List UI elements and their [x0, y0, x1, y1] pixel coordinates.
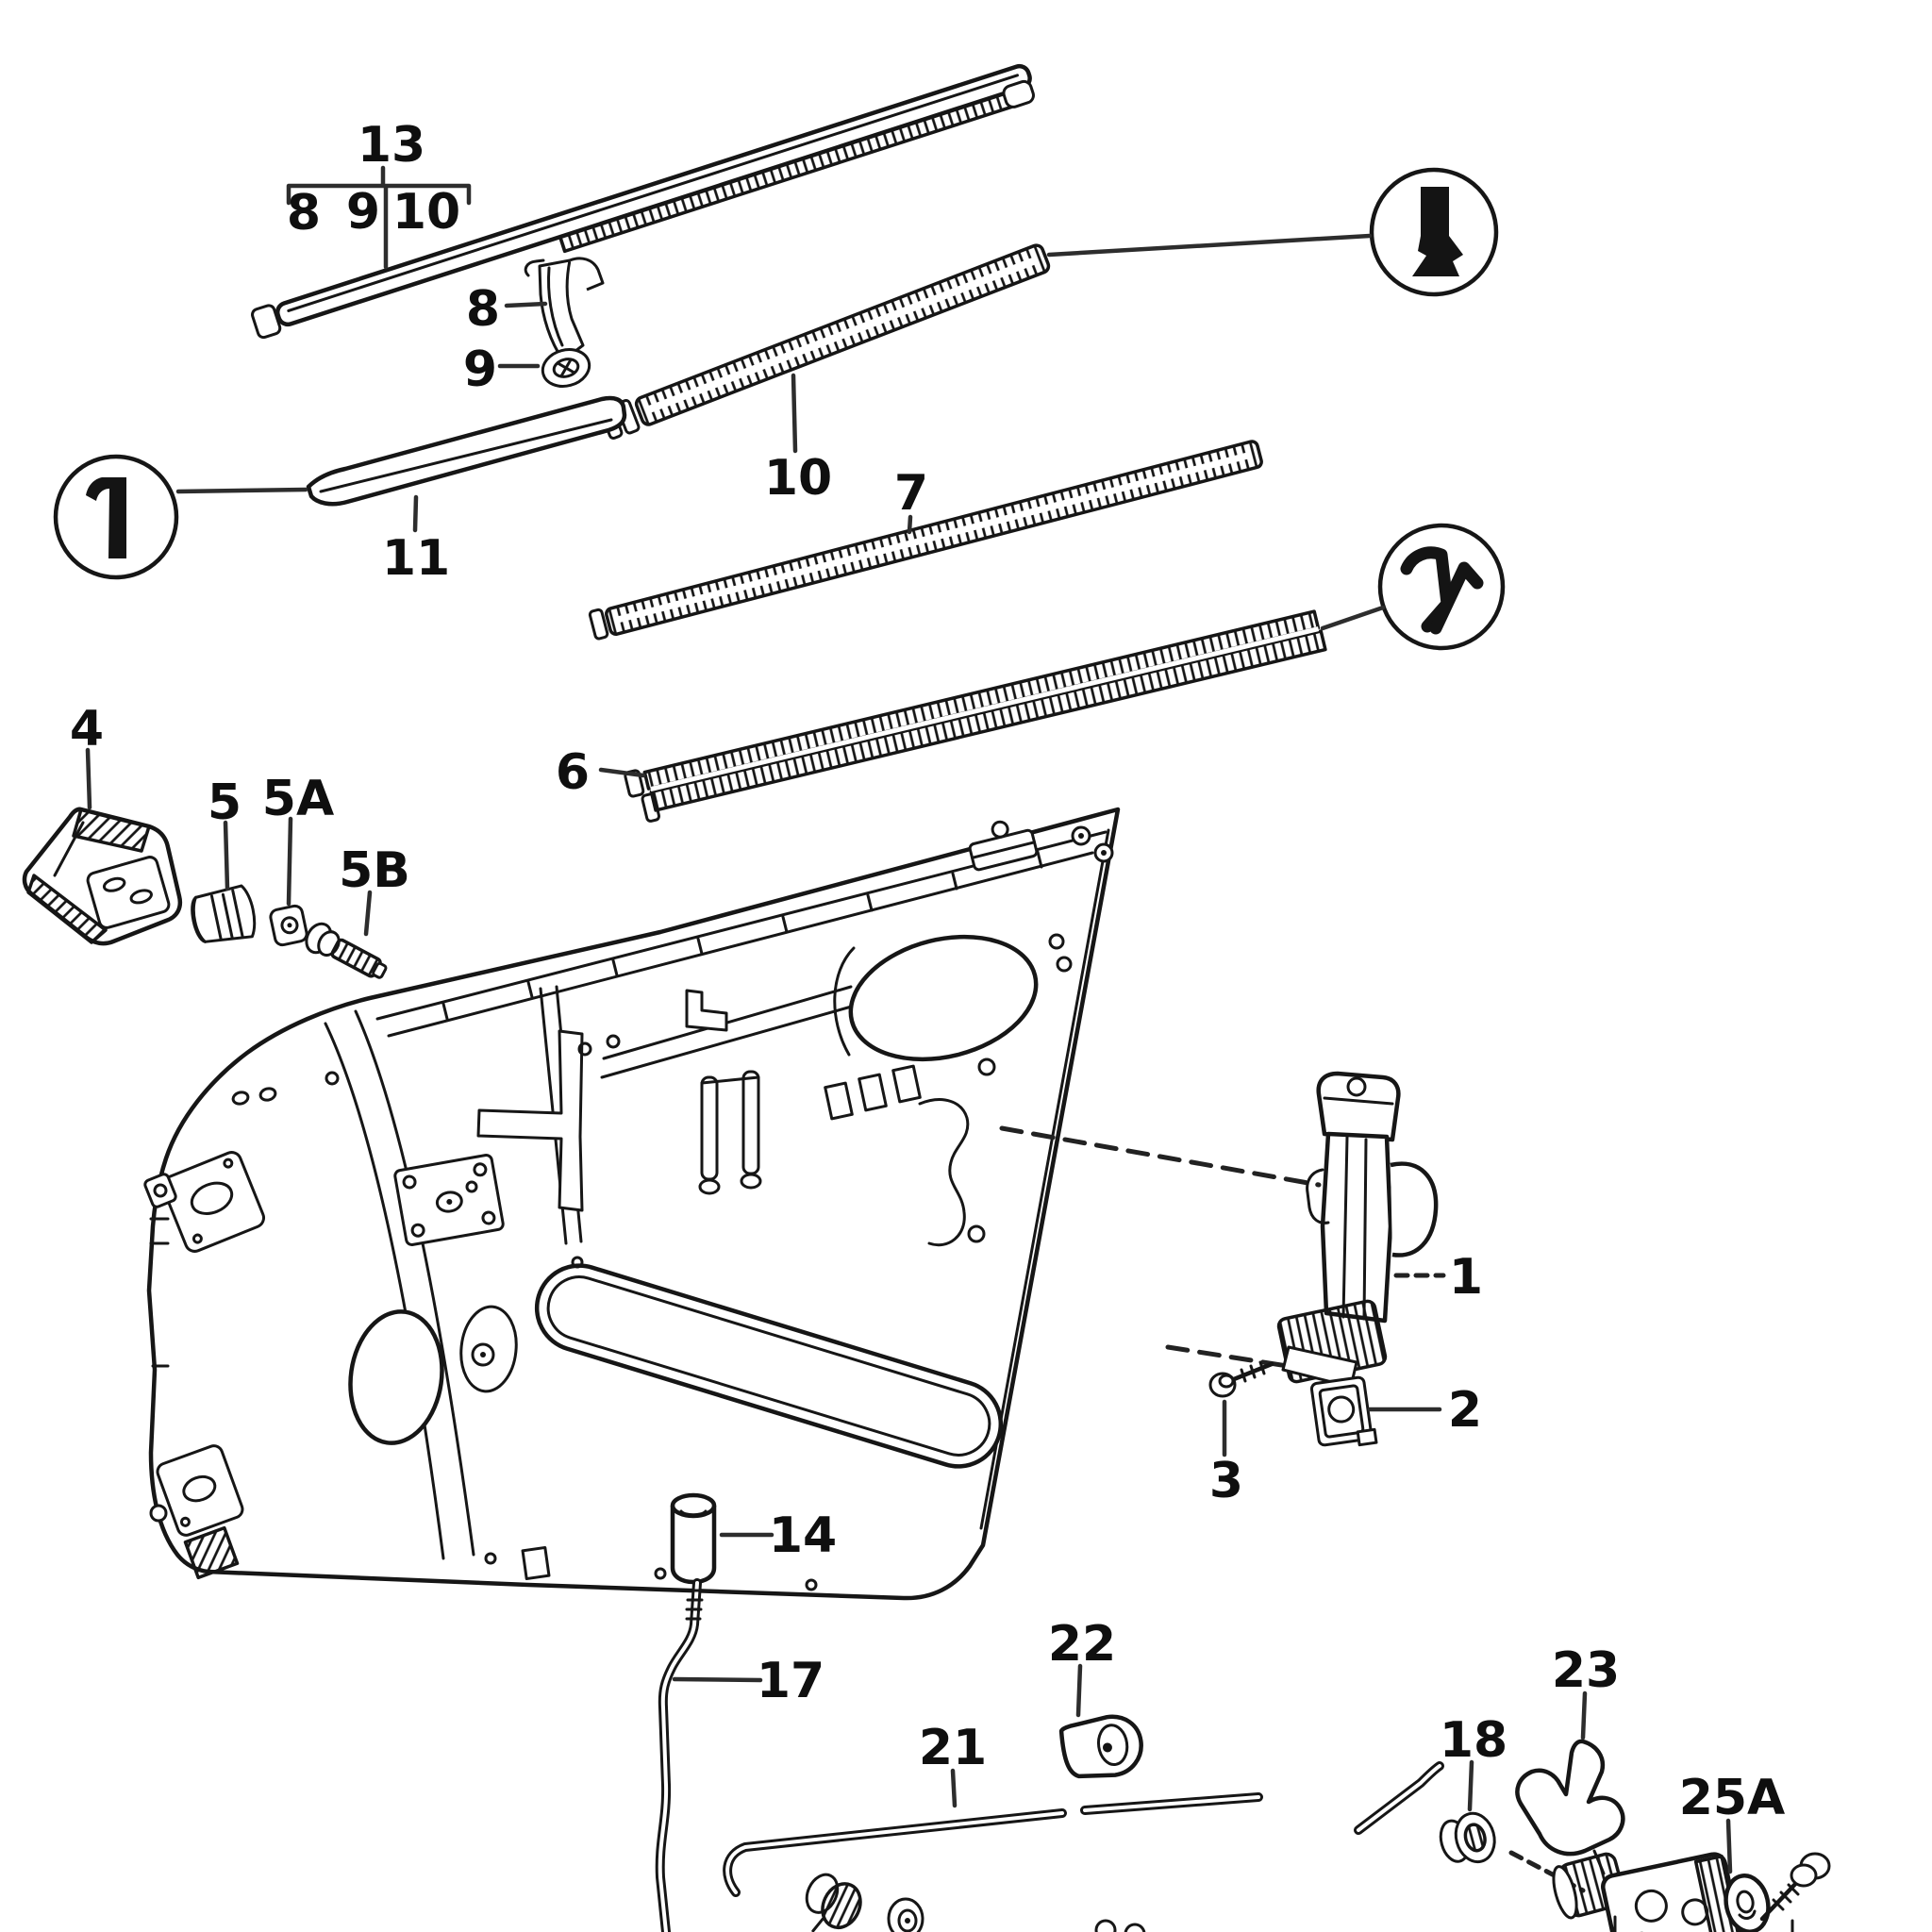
fastener-bottom-right [887, 1897, 924, 1932]
leader-25A [1725, 1818, 1733, 1874]
leader-22 [1075, 1663, 1083, 1718]
leader-17 [672, 1676, 763, 1683]
leader-strip10-to-circle [1046, 233, 1373, 258]
grommet-18 [1439, 1811, 1496, 1864]
leader-6 [598, 767, 646, 778]
screw-5B [305, 922, 388, 979]
part-label-9: 9 [463, 341, 497, 398]
bracket-4 [22, 807, 183, 946]
part-label-10-group: 10 [392, 184, 460, 241]
leader-8 [504, 301, 548, 308]
trim-molding-11 [306, 395, 627, 507]
screw-3 [1208, 1360, 1274, 1398]
leader-21 [950, 1768, 958, 1808]
part-label-5A: 5A [262, 771, 334, 827]
part-label-7: 7 [894, 465, 928, 522]
leader-panel-to-part1-upper [999, 1125, 1322, 1188]
part-label-1: 1 [1449, 1249, 1483, 1306]
leader-5A [286, 816, 293, 907]
screw-bottom-right [1759, 1852, 1831, 1932]
part-label-5B: 5B [339, 842, 410, 899]
leader-5B [363, 890, 373, 937]
arrow-down-in-circle-icon [1369, 167, 1499, 297]
part-label-18: 18 [1440, 1712, 1507, 1769]
partial-parts-bottom-edge [1094, 1919, 1146, 1932]
leader-10 [791, 373, 798, 454]
part-label-23: 23 [1552, 1642, 1620, 1699]
leader-strip6-to-circle [1320, 605, 1386, 631]
trim-strip-7 [588, 440, 1263, 641]
leader-23 [1580, 1690, 1588, 1740]
trim-strip-13 [251, 63, 1035, 340]
washer-25A [1724, 1874, 1771, 1932]
part-label-25A: 25A [1679, 1770, 1786, 1826]
rod-clip-22 [1058, 1714, 1143, 1779]
part-label-9-group: 9 [346, 184, 380, 241]
arrow-up-in-circle-icon [53, 454, 179, 580]
part-label-8: 8 [466, 281, 500, 338]
clip-2 [1309, 1375, 1378, 1447]
clip-8 [524, 257, 605, 362]
lock-rod-17 [655, 1578, 705, 1932]
trim-strip-10 [601, 243, 1051, 441]
nut-9 [541, 348, 591, 388]
leader-panel-to-part1-lower [1165, 1344, 1314, 1373]
door-lock-assembly [1552, 1852, 1742, 1932]
part-label-14: 14 [769, 1507, 837, 1564]
door-inner-panel [143, 807, 1121, 1601]
leader-11 [412, 494, 419, 533]
part-label-11: 11 [382, 530, 450, 587]
bent-arrow-v-in-circle-icon [1377, 523, 1506, 651]
door-check-bracket-1 [1276, 1071, 1439, 1389]
part-label-17: 17 [757, 1653, 824, 1709]
part-label-3: 3 [1209, 1453, 1243, 1509]
lock-knob-14 [670, 1492, 717, 1585]
part-label-8-group: 8 [287, 185, 321, 242]
clip-nut-5 [191, 884, 257, 943]
part-label-6: 6 [556, 744, 590, 801]
nut-5A [269, 904, 308, 947]
leader-18 [1467, 1759, 1474, 1812]
part-label-21: 21 [919, 1720, 987, 1776]
part-label-22: 22 [1048, 1616, 1116, 1673]
leader-5 [223, 820, 230, 891]
leader-4 [85, 747, 92, 810]
leader-circle-to-strip11 [175, 487, 308, 494]
weatherstrip-6 [624, 609, 1327, 823]
part-label-13: 13 [358, 117, 425, 174]
control-rod-21 [723, 1761, 1444, 1897]
fastener-bottom-left [805, 1873, 862, 1932]
part-label-2: 2 [1448, 1382, 1482, 1439]
callout-13-group: 13 8 9 10 [286, 117, 472, 270]
part-label-10: 10 [764, 450, 832, 507]
leader-7 [907, 514, 913, 535]
